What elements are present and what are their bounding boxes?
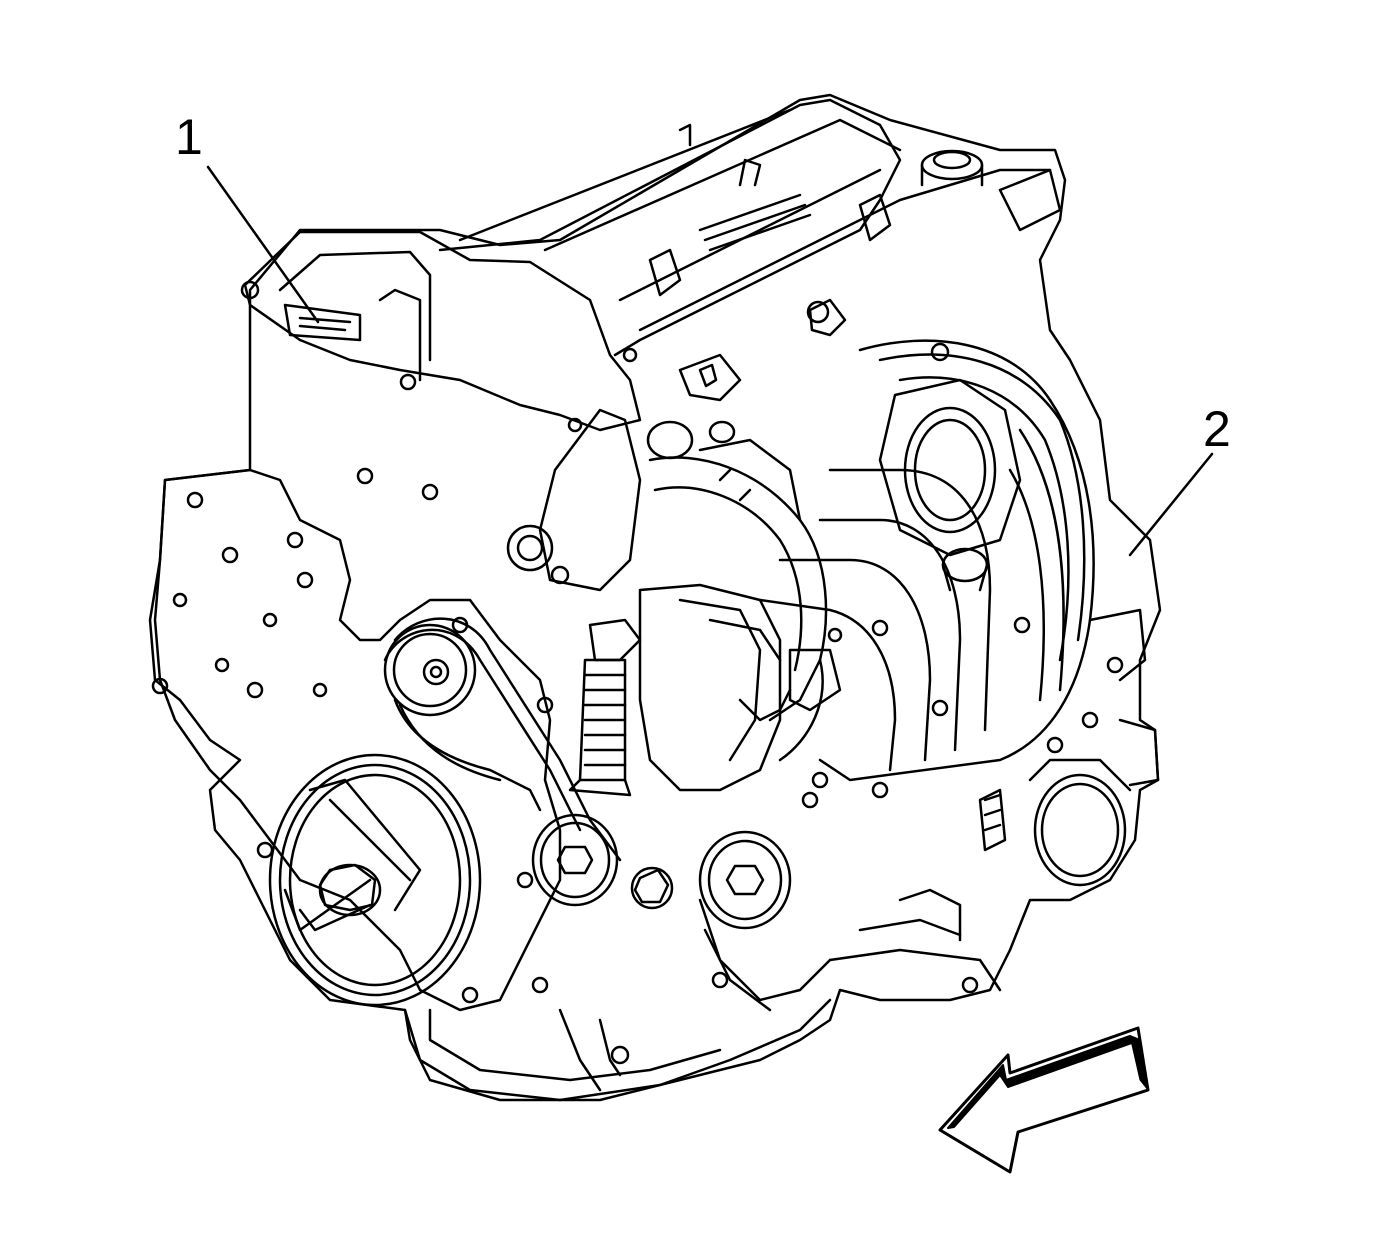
callout-1-leader xyxy=(206,165,320,324)
view-direction-arrow-icon xyxy=(938,1026,1150,1174)
oil-fill-cap xyxy=(920,149,984,187)
tensioner-bolt xyxy=(630,866,674,910)
intake-manifold xyxy=(758,339,1095,782)
ribbed-hose xyxy=(568,618,642,797)
block-right-side xyxy=(978,608,1160,887)
cover-frame xyxy=(638,583,842,792)
valve-cover xyxy=(243,98,1062,432)
timing-cover xyxy=(151,468,562,1012)
sensor-connector xyxy=(678,298,847,402)
idler-pulley-left xyxy=(531,813,619,907)
crankshaft-balancer xyxy=(268,753,482,1007)
idler-pulley-right xyxy=(698,830,832,1012)
engine-block-outline xyxy=(148,93,1162,1102)
throttle-body xyxy=(878,378,1022,592)
mount-bracket xyxy=(506,408,642,592)
misc-bolts xyxy=(240,280,1031,809)
intake-runner-pipe xyxy=(646,420,828,762)
idler-pulley-upper xyxy=(383,623,477,717)
accessory-drive-belt xyxy=(383,617,622,862)
callout-label-2: 2 xyxy=(1203,401,1231,457)
callout-label-1: 1 xyxy=(175,109,203,165)
callout-2-leader xyxy=(1128,452,1214,557)
oil-pan xyxy=(403,888,1002,1102)
